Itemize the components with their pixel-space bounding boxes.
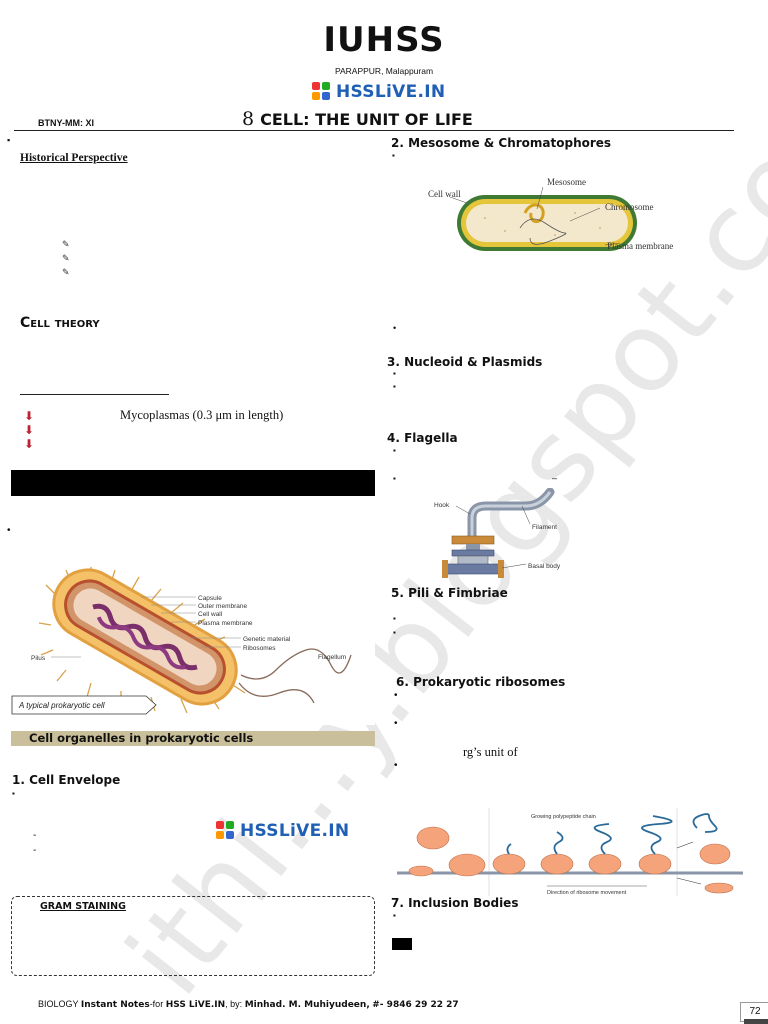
footer-instant: Instant Notes [80, 1000, 150, 1010]
label-cell-wall: Cell wall [198, 611, 223, 618]
footer-for: -for [149, 999, 164, 1009]
label-basal-body: Basal body [528, 563, 561, 570]
section-rule [20, 394, 169, 395]
bullet: • [394, 760, 398, 771]
dash: – [552, 473, 558, 483]
list-glyph-icon: ✎ [62, 253, 70, 263]
list-glyph-icon: ✎ [62, 239, 70, 249]
label-ribosome-direction: Direction of ribosome movement [547, 890, 627, 896]
label-chromosome: Chromosome [605, 202, 654, 212]
school-location: PARAPPUR, Malappuram [334, 66, 434, 76]
mycoplasma-text: Mycoplasmas (0.3 μm in length) [120, 408, 284, 422]
label-plasma-membrane: Plasma membrane [198, 620, 253, 627]
bullet: ▪ [7, 135, 11, 145]
bullet: ▪ [393, 382, 396, 391]
bullet: ▪ [393, 911, 396, 920]
cell-theory-heading: Cell theory [20, 315, 100, 331]
label-ribosomes: Ribosomes [243, 645, 276, 652]
course-code: BTNY-MM: XI [38, 118, 94, 128]
svedberg-text: rg’s unit of [463, 745, 518, 759]
label-hook: Hook [434, 502, 450, 509]
footer-by: , by: [225, 999, 243, 1009]
footer: BIOLOGY Instant Notes-for HSS LiVE.IN, b… [38, 999, 459, 1010]
bullet: ▪ [393, 628, 396, 637]
organelles-heading: Cell organelles in prokaryotic cells [11, 731, 375, 746]
pin-icon: ⬇ [24, 409, 35, 423]
label-cell-wall: Cell wall [428, 189, 461, 199]
bullet: • [393, 323, 397, 333]
hsslive-logo: HSSLiVE.IN [312, 82, 445, 102]
inclusion-heading: 7. Inclusion Bodies [391, 896, 519, 910]
label-pilus: Pilus [31, 655, 46, 662]
ribosome-diagram: Growing polypeptide chain Direction of r… [397, 808, 743, 896]
school-name: IUHSS [323, 20, 445, 60]
historical-heading: Historical Perspective [20, 152, 128, 164]
footer-author: Minhad. M. Muhiyudeen, [244, 1000, 370, 1010]
logo-mark-icon [312, 82, 332, 102]
redacted-box [392, 938, 412, 950]
chapter-number: 8 [242, 108, 255, 130]
label-genetic-material: Genetic material [243, 636, 291, 643]
gram-staining-title: GRAM STAINING [40, 901, 126, 912]
redacted-bar [11, 470, 375, 496]
mesosome-heading: 2. Mesosome & Chromatophores [391, 136, 612, 150]
bullet: ▪ [12, 789, 15, 798]
dash: - [33, 845, 37, 856]
page-number-bar [744, 1019, 768, 1024]
pin-icon: ⬇ [24, 423, 35, 437]
footer-phone: #- 9846 29 22 27 [372, 1000, 459, 1010]
header-rule [14, 130, 734, 131]
logo-text: HSSLiVE.IN [240, 821, 350, 841]
bullet: ▪ [393, 614, 396, 623]
label-flagellum: Flagellum [318, 654, 346, 661]
bullet: ▪ [393, 474, 396, 483]
label-mesosome: Mesosome [547, 177, 586, 187]
chapter-title: CELL: THE UNIT OF LIFE [260, 110, 473, 129]
bullet: ▪ [393, 446, 396, 455]
mesosome-diagram: Cell wall Mesosome Chromosome Plasma mem… [428, 177, 673, 251]
footer-subject: BIOLOGY [38, 999, 79, 1009]
label-polypeptide-chain: Growing polypeptide chain [531, 814, 596, 820]
label-plasma-membrane: Plasma membrane [607, 241, 673, 251]
footer-hss: HSS LiVE.IN [165, 1000, 226, 1010]
gram-staining-box [11, 896, 375, 976]
ribosomes-heading: 6. Prokaryotic ribosomes [396, 675, 566, 689]
figure-caption: A typical prokaryotic cell [18, 701, 105, 710]
pin-icon: ⬇ [24, 437, 35, 451]
nucleoid-heading: 3. Nucleoid & Plasmids [387, 355, 543, 369]
hsslive-logo: HSSLiVE.IN [216, 821, 349, 841]
list-glyph-icon: ✎ [62, 267, 70, 277]
flagella-heading: 4. Flagella [387, 431, 458, 445]
chapter-heading: 8 CELL: THE UNIT OF LIFE [242, 108, 473, 130]
label-capsule: Capsule [198, 595, 222, 602]
label-filament: Filament [532, 524, 557, 531]
bullet: ▪ [392, 151, 395, 160]
cell-envelope-heading: 1. Cell Envelope [12, 773, 121, 787]
logo-text: HSSLiVE.IN [336, 82, 446, 102]
bullet: ▪ [393, 369, 396, 378]
bullet: • [394, 718, 398, 729]
pili-heading: 5. Pili & Fimbriae [391, 586, 508, 600]
prokaryotic-cell-diagram: Capsule Outer membrane Cell wall Plasma … [11, 565, 375, 725]
bullet: • [7, 525, 11, 536]
bullet: • [394, 690, 398, 701]
flagellum-diagram: Hook Filament Basal body [434, 488, 561, 578]
label-outer-membrane: Outer membrane [198, 603, 248, 610]
logo-mark-icon [216, 821, 236, 841]
dash: - [33, 830, 37, 841]
